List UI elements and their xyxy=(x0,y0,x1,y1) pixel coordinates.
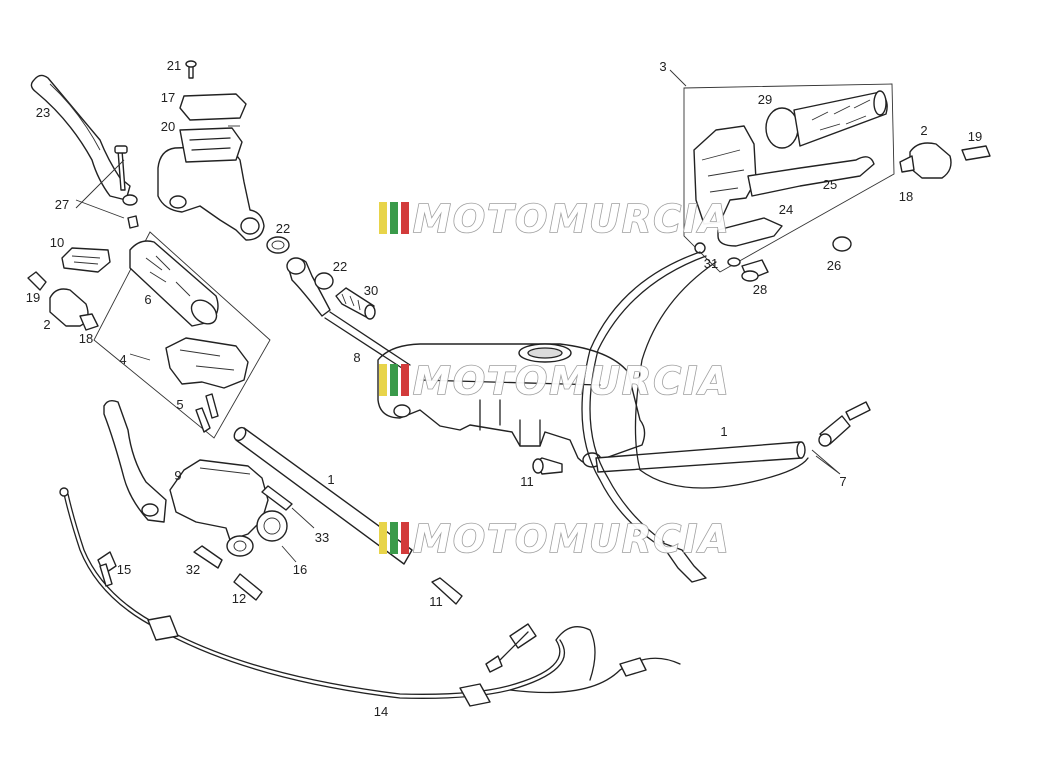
part-label-14: 14 xyxy=(373,704,389,719)
watermark-stripe xyxy=(390,522,398,554)
part-label-11: 11 xyxy=(429,594,443,609)
switch-part-10 xyxy=(61,247,111,273)
bolt-12 xyxy=(233,573,263,601)
part-label-16: 16 xyxy=(292,562,308,577)
part-label-29: 29 xyxy=(757,92,773,107)
part-label-20: 20 xyxy=(160,119,176,134)
group-box-4 xyxy=(93,231,271,439)
master-cylinder-upper xyxy=(157,127,265,241)
part-label-26: 26 xyxy=(826,258,842,273)
lever-23 xyxy=(30,74,138,206)
part-label-5: 5 xyxy=(176,397,184,412)
part-label-1: 1 xyxy=(720,424,728,439)
part-label-4: 4 xyxy=(119,352,127,367)
part-label-15: 15 xyxy=(116,562,132,577)
switch-housing-4 xyxy=(165,337,249,389)
part-label-23: 23 xyxy=(35,105,51,120)
watermark-text: MOTOMURCIA xyxy=(413,359,731,403)
grip-6 xyxy=(129,240,219,327)
screw-11-lower xyxy=(431,577,463,605)
part-label-18: 18 xyxy=(898,189,914,204)
part-label-3: 3 xyxy=(659,59,667,74)
bolt-30 xyxy=(335,287,376,320)
part-label-12: 12 xyxy=(231,591,247,606)
watermark-top: MOTOMURCIA xyxy=(379,196,731,242)
parts-31-28 xyxy=(694,242,769,282)
part-label-8: 8 xyxy=(353,350,361,365)
triple-clamp xyxy=(377,343,646,468)
watermark-stripe xyxy=(401,522,409,554)
leader-lines xyxy=(75,69,841,563)
handlebar-tube-left xyxy=(233,426,413,565)
bar-end-right xyxy=(899,142,991,179)
banjo-hose-8 xyxy=(286,257,411,371)
watermark-stripe xyxy=(379,364,387,396)
part-label-1: 1 xyxy=(327,472,335,487)
bar-end-left xyxy=(27,271,99,331)
part-label-2: 2 xyxy=(43,317,51,332)
part-label-25: 25 xyxy=(822,177,838,192)
throttle-housing xyxy=(693,125,757,225)
screw-21 xyxy=(185,60,197,79)
part-label-19: 19 xyxy=(967,129,983,144)
part-label-27: 27 xyxy=(54,197,70,212)
part-label-9: 9 xyxy=(174,468,182,483)
watermark-stripe xyxy=(390,364,398,396)
seal-22-lower xyxy=(314,272,334,290)
lever-9 xyxy=(103,399,167,523)
handlebar-tube-right xyxy=(595,441,806,473)
part-label-28: 28 xyxy=(752,282,768,297)
part-label-32: 32 xyxy=(185,562,201,577)
screw-11-upper xyxy=(532,457,563,475)
part-label-17: 17 xyxy=(160,90,176,105)
screws-5 xyxy=(195,393,219,433)
part-label-10: 10 xyxy=(49,235,65,250)
clamp-16 xyxy=(256,510,288,542)
throttle-cables xyxy=(581,251,809,583)
screw-15 xyxy=(99,563,113,587)
part-label-24: 24 xyxy=(778,202,794,217)
watermark-stripe xyxy=(379,202,387,234)
part-label-22: 22 xyxy=(332,259,348,274)
switch-32 xyxy=(193,545,223,569)
part-26 xyxy=(832,236,852,252)
watermark-text: MOTOMURCIA xyxy=(413,197,731,241)
watermark-stripe xyxy=(401,202,409,234)
part-label-2: 2 xyxy=(920,123,928,138)
part-label-22: 22 xyxy=(275,221,291,236)
lever-25 xyxy=(747,156,875,197)
bracket-24 xyxy=(717,217,783,247)
part-label-18: 18 xyxy=(78,331,94,346)
part-label-11: 11 xyxy=(520,474,534,489)
cable-end-7 xyxy=(818,401,871,447)
part-label-30: 30 xyxy=(363,283,379,298)
screws-33 xyxy=(261,485,293,511)
part-label-19: 19 xyxy=(25,290,41,305)
watermark-stripe xyxy=(390,202,398,234)
clutch-mount-9 xyxy=(169,459,269,557)
grip-29 xyxy=(765,90,888,149)
part-label-31: 31 xyxy=(703,256,719,271)
part-label-21: 21 xyxy=(166,58,182,73)
seal-22-upper xyxy=(266,236,290,254)
cover-17 xyxy=(179,93,247,121)
watermark-stripe xyxy=(401,364,409,396)
part-label-7: 7 xyxy=(839,474,847,489)
watermark-middle: MOTOMURCIA xyxy=(379,358,731,404)
watermark-stripe xyxy=(379,522,387,554)
part-label-33: 33 xyxy=(314,530,330,545)
group-box-3 xyxy=(683,83,895,273)
watermark-bottom: MOTOMURCIA xyxy=(379,516,731,562)
watermark-text: MOTOMURCIA xyxy=(413,517,731,561)
cable-14 xyxy=(59,487,681,707)
screw-27 xyxy=(114,145,139,229)
part-label-6: 6 xyxy=(144,292,152,307)
